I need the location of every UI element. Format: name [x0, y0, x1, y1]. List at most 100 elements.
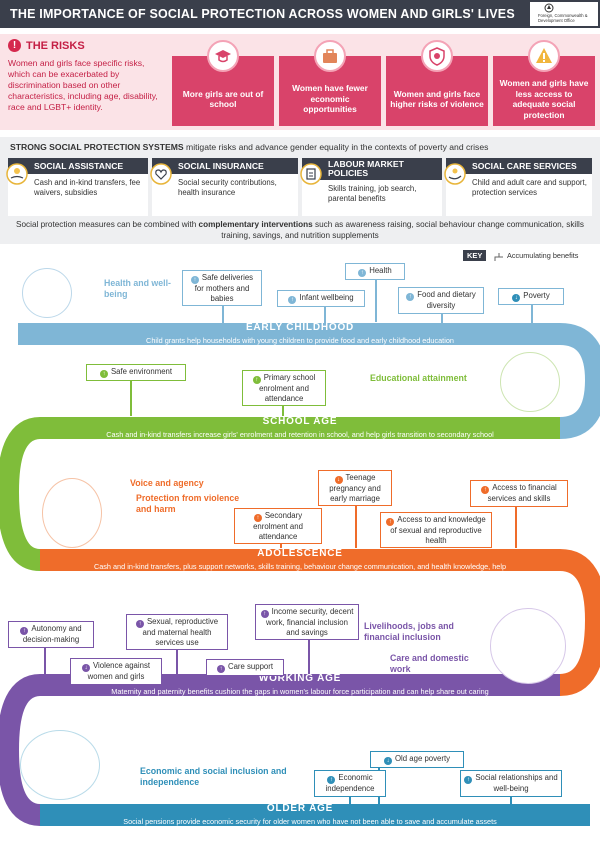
- arrow-up-icon: ↑: [135, 620, 144, 628]
- outcome-box: ↑Safe environment: [86, 364, 186, 381]
- system-social-care-title: SOCIAL CARE SERVICES: [446, 158, 592, 174]
- branch-arrow-icon: [494, 253, 503, 261]
- logo: [528, 2, 598, 26]
- arrow-up-icon: ↑: [464, 776, 473, 784]
- child-illustration: [22, 268, 72, 318]
- connector: [222, 302, 224, 324]
- outcome-box: ↑Safe deliveries for mothers and babies: [182, 270, 262, 306]
- stage-text-adolescence: Cash and in-kind transfers, plus support…: [93, 562, 507, 580]
- outcome-box: ↑Primary school enrolment and attendance: [242, 370, 326, 406]
- system-social-assistance-text: Cash and in-kind transfers, fee waivers,…: [8, 174, 148, 216]
- connector: [282, 404, 284, 416]
- system-social-insurance-title: SOCIAL INSURANCE: [152, 158, 298, 174]
- outcome-text: Care support: [227, 662, 274, 671]
- connector: [515, 500, 517, 548]
- connector: [375, 276, 377, 322]
- stage-label-working: WORKING AGE: [258, 673, 342, 684]
- heart-icon: [150, 163, 172, 185]
- mortarboard-icon: [207, 40, 239, 72]
- stage-text-older: Social pensions provide economic securit…: [123, 817, 497, 835]
- outcome-box: ↑Food and dietary diversity: [398, 287, 484, 314]
- outcome-text: Safe environment: [110, 367, 173, 376]
- outcome-box: ↑Health: [345, 263, 405, 280]
- outcome-box: ↑Economic independence: [314, 770, 386, 797]
- outcome-text: Secondary enrolment and attendance: [253, 511, 303, 541]
- arrow-up-icon: ↑: [260, 610, 269, 618]
- risk-card-text: Women have fewer economic opportunities: [292, 83, 368, 115]
- stage-text-early: Child grants help households with young …: [146, 336, 454, 345]
- system-social-care-text: Child and adult care and support, protec…: [446, 174, 592, 216]
- stage-label-school: SCHOOL AGE: [262, 416, 338, 427]
- outcome-text: Sexual, reproductive and maternal health…: [142, 617, 219, 647]
- connector: [355, 500, 357, 548]
- arrow-up-icon: ↑: [406, 293, 415, 301]
- pregnant-woman-illustration: [490, 608, 566, 684]
- highlight-protection: Protection from violence and harm: [136, 493, 240, 514]
- arrow-up-icon: ↑: [327, 776, 336, 784]
- highlight-livelihoods: Livelihoods, jobs and financial inclusio…: [364, 621, 454, 642]
- outcome-text: Food and dietary diversity: [417, 290, 476, 310]
- warning-icon: [528, 40, 560, 72]
- outcome-text: Safe deliveries for mothers and babies: [194, 273, 254, 303]
- connector: [349, 790, 351, 804]
- highlight-education: Educational attainment: [370, 373, 467, 383]
- outcome-text: Access to financial services and skills: [487, 483, 557, 503]
- outcome-text: Economic independence: [325, 773, 375, 793]
- outcome-text: Infant wellbeing: [299, 293, 354, 302]
- stage-text-working: Maternity and paternity benefits cushion…: [111, 687, 489, 705]
- system-social-assistance-title: SOCIAL ASSISTANCE: [8, 158, 148, 174]
- systems-title-bold: STRONG SOCIAL PROTECTION SYSTEMS: [10, 142, 184, 152]
- arrow-up-icon: ↑: [216, 665, 225, 673]
- outcome-text: Poverty: [523, 291, 550, 300]
- stage-text-school: Cash and in-kind transfers increase girl…: [106, 430, 494, 439]
- arrow-up-icon: ↑: [288, 296, 297, 304]
- connector: [324, 302, 326, 324]
- outcome-box: ↓Poverty: [498, 288, 564, 305]
- arrow-up-icon: ↑: [253, 514, 262, 522]
- stage-label-early: EARLY CHILDHOOD: [245, 322, 355, 333]
- header-bar: [0, 0, 600, 28]
- outcome-box: ↑Access to financial services and skills: [470, 480, 568, 507]
- outcome-text: Income security, decent work, financial …: [266, 607, 354, 637]
- key-text: Accumulating benefits: [507, 251, 579, 260]
- connector: [176, 643, 178, 674]
- risk-card-text: More girls are out of school: [182, 88, 264, 110]
- key-label: KEY: [463, 250, 487, 261]
- arrow-up-icon: ↑: [358, 269, 367, 277]
- systems-title: STRONG SOCIAL PROTECTION SYSTEMS mitigat…: [10, 142, 488, 152]
- outcome-text: Old age poverty: [394, 754, 451, 763]
- complementary-bold: complementary interventions: [198, 220, 313, 229]
- stage-label-older: OLDER AGE: [266, 803, 334, 814]
- outcome-box: ↑Autonomy and decision-making: [8, 621, 94, 648]
- outcome-box: ↑Income security, decent work, financial…: [255, 604, 359, 640]
- page-title: THE IMPORTANCE OF SOCIAL PROTECTION ACRO…: [10, 7, 515, 21]
- stage-label-adolescence: ADOLESCENCE: [257, 548, 343, 559]
- complementary-text: Social protection measures can be combin…: [10, 220, 590, 241]
- complementary-post: such as awareness raising, social behavi…: [221, 220, 584, 240]
- connector: [280, 540, 282, 548]
- outcome-box: ↑Secondary enrolment and attendance: [234, 508, 322, 544]
- older-woman-illustration: [20, 730, 100, 800]
- system-labour-market-title: LABOUR MARKET POLICIES: [302, 158, 442, 180]
- connector: [44, 648, 46, 674]
- risks-intro: Women and girls face specific risks, whi…: [8, 58, 158, 112]
- outcome-box: ↓Violence against women and girls: [70, 658, 162, 685]
- outcome-box: ↑Infant wellbeing: [277, 290, 365, 307]
- connector: [510, 792, 512, 804]
- arrow-down-icon: ↓: [334, 476, 343, 484]
- clipboard-icon: [300, 163, 322, 185]
- highlight-voice: Voice and agency: [130, 478, 204, 488]
- arrow-up-icon: ↑: [99, 370, 108, 378]
- risk-card-text: Women and girls face higher risks of vio…: [390, 88, 484, 110]
- outcome-box: ↓Old age poverty: [370, 751, 464, 768]
- outcome-box: ↓Teenage pregnancy and early marriage: [318, 470, 392, 506]
- outcome-text: Violence against women and girls: [87, 661, 151, 681]
- risks-title: THE RISKS: [26, 40, 85, 52]
- complementary-pre: Social protection measures can be combin…: [16, 220, 199, 229]
- connector: [531, 302, 533, 324]
- highlight-inclusion: Economic and social inclusion and indepe…: [140, 766, 287, 787]
- outcome-text: Health: [369, 266, 392, 275]
- outcome-text: Teenage pregnancy and early marriage: [329, 473, 381, 503]
- outcome-text: Autonomy and decision-making: [22, 624, 82, 644]
